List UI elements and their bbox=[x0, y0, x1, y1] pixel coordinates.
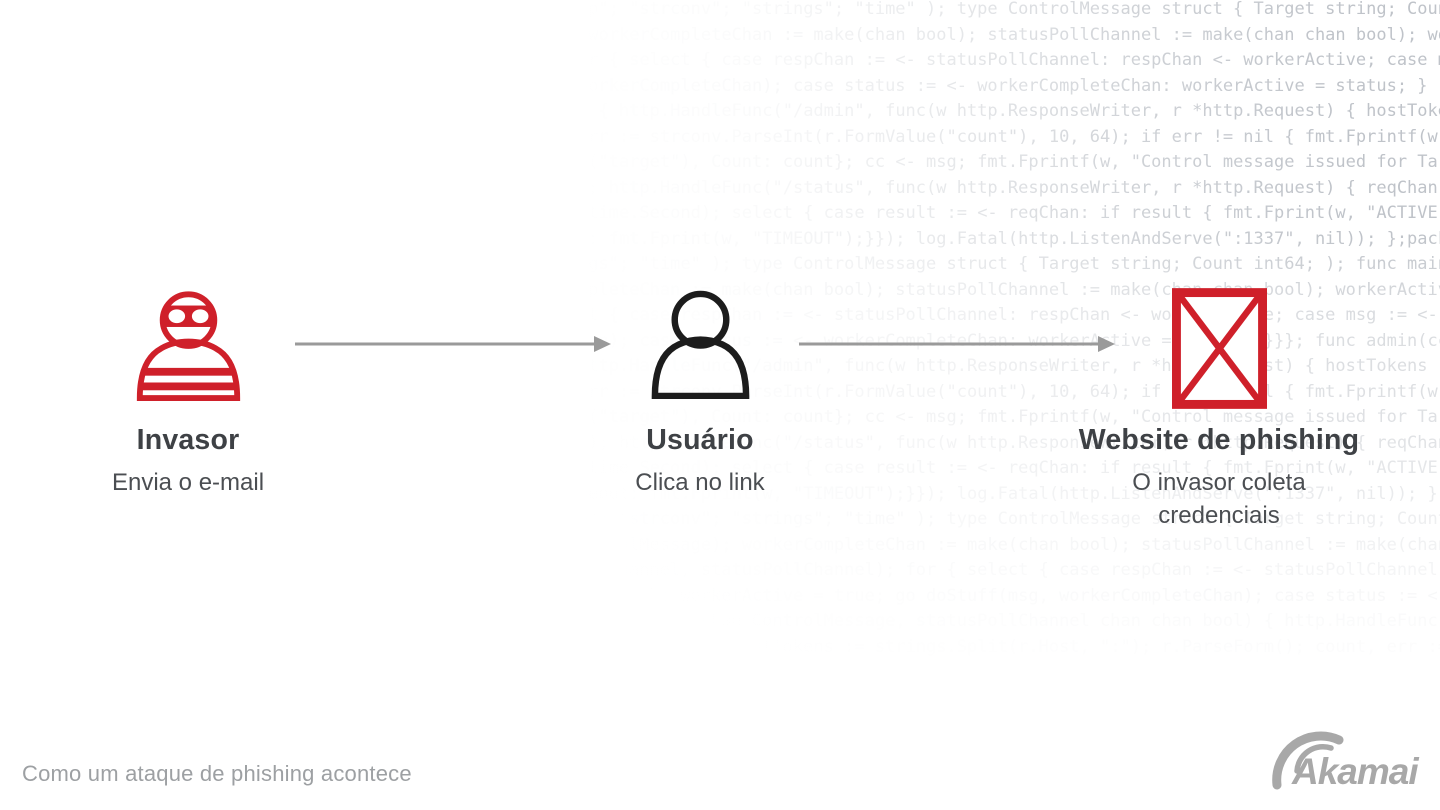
code-line: package main; import ( "fmt"; "html"; "l… bbox=[45, 0, 1440, 19]
code-line: rkerActive := false; go admin(controlCha… bbox=[0, 50, 1440, 70]
step-subtitle: O invasor coleta credenciais bbox=[1132, 469, 1306, 529]
code-line: age main; import ( "fmt"; "html"; "log";… bbox=[0, 254, 1440, 274]
code-line: int64; }; func main() { controlChannel :… bbox=[35, 534, 1440, 555]
step-title: Invasor bbox=[136, 424, 240, 456]
akamai-wordmark: Akamai bbox=[1291, 751, 1419, 792]
code-line: t int64; }; func main() { controlChannel… bbox=[0, 24, 1440, 45]
step-subtitle: Envia o e-mail bbox=[111, 469, 265, 496]
code-line: workerCompleteChan: workerActive = statu… bbox=[66, 611, 1440, 631]
code-line: chan bool); workerActive := false; go ad… bbox=[86, 560, 1440, 580]
step-title: Usuário bbox=[646, 424, 754, 456]
flow-step-phishing-website: Website de phishing O invasor coleta cre… bbox=[1029, 288, 1409, 532]
flow-step-attacker: Invasor Envia o e-mail bbox=[38, 288, 338, 499]
code-line: }}; func admin(cc chan ControlMessage, s… bbox=[0, 101, 1440, 121]
code-line: get %s, count %d", html.EscapeString(r.F… bbox=[0, 177, 1440, 198]
code-line: respChan <- workerActive; case msg := <-… bbox=[96, 585, 1440, 606]
phishing-website-icon bbox=[1171, 288, 1267, 409]
step-subtitle: Clica no link bbox=[635, 469, 765, 496]
code-line: ); } else { fmt.Fprint(w, "INACTIVE"); }… bbox=[0, 228, 1440, 249]
code-line: "/admin", func(w http.ResponseWriter, r … bbox=[148, 636, 1440, 657]
step-title: Website de phishing bbox=[1078, 424, 1360, 456]
code-line: := make(chan bool); statusPollChannel <-… bbox=[0, 203, 1440, 223]
code-line: sg := <- controlChannel: workerActive = … bbox=[0, 75, 1440, 96]
code-line: ns := strings.Split(r.Host, ":"); r.Pars… bbox=[4, 126, 1440, 147]
diagram-caption: Como um ataque de phishing acontece bbox=[22, 761, 412, 786]
attacker-icon bbox=[136, 291, 240, 401]
akamai-logo: Akamai bbox=[1268, 727, 1440, 800]
code-line: err.Error()); return; }; msg := ControlM… bbox=[0, 152, 1440, 172]
flow-step-user: Usuário Clica no link bbox=[550, 288, 850, 499]
akamai-swoosh-icon bbox=[1272, 731, 1344, 790]
user-icon bbox=[651, 290, 749, 399]
